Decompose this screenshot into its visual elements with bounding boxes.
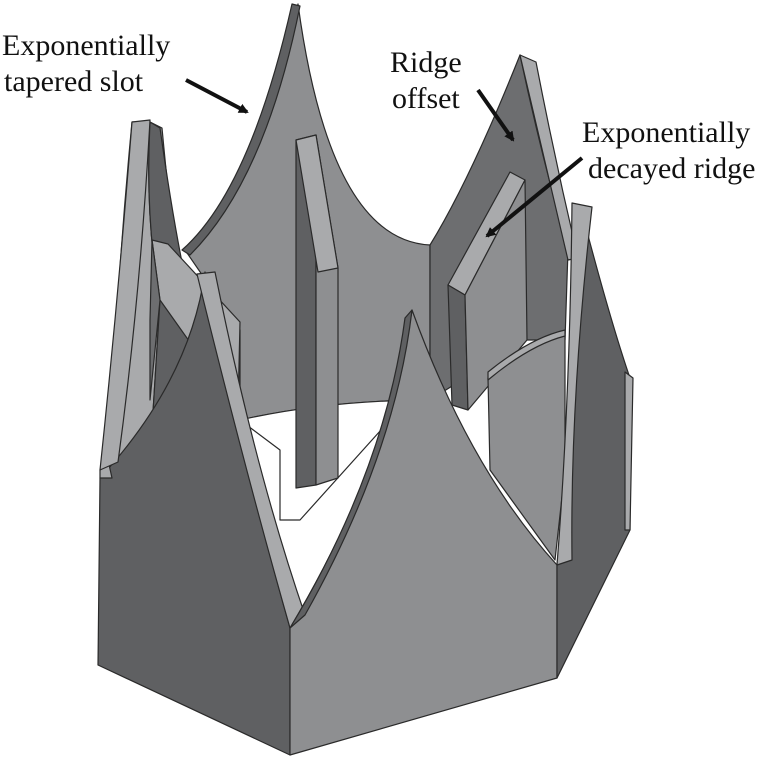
label-ridge-offset: Ridge offset	[390, 45, 462, 117]
left-ridge-side	[149, 239, 161, 401]
label-decayed-ridge: Exponentially decayed ridge	[582, 115, 755, 187]
front-right-tip	[624, 371, 634, 531]
label-ridge-offset-line1: Ridge	[390, 46, 462, 79]
front-center-slot-edge	[289, 309, 413, 629]
arrow-tapered-slot	[185, 78, 249, 114]
label-tapered-slot: Exponentially tapered slot	[2, 28, 170, 100]
label-tapered-slot-line1: Exponentially	[2, 29, 171, 62]
label-tapered-slot-line2: tapered slot	[4, 65, 144, 98]
left-outer-fin	[99, 119, 151, 471]
label-ridge-offset-line2: offset	[392, 82, 460, 115]
right-inner-panel-rim	[487, 329, 566, 381]
arrow-decayed-ridge	[485, 156, 584, 238]
arrow-ridge-offset	[476, 88, 515, 142]
center-ridge-top	[295, 134, 339, 273]
label-decayed-ridge-line1: Exponentially	[582, 116, 751, 149]
right-ridge-front	[464, 179, 528, 411]
label-decayed-ridge-line2: decayed ridge	[588, 152, 756, 185]
back-center-slot-edge	[181, 3, 301, 256]
front-right-fin	[556, 202, 593, 566]
